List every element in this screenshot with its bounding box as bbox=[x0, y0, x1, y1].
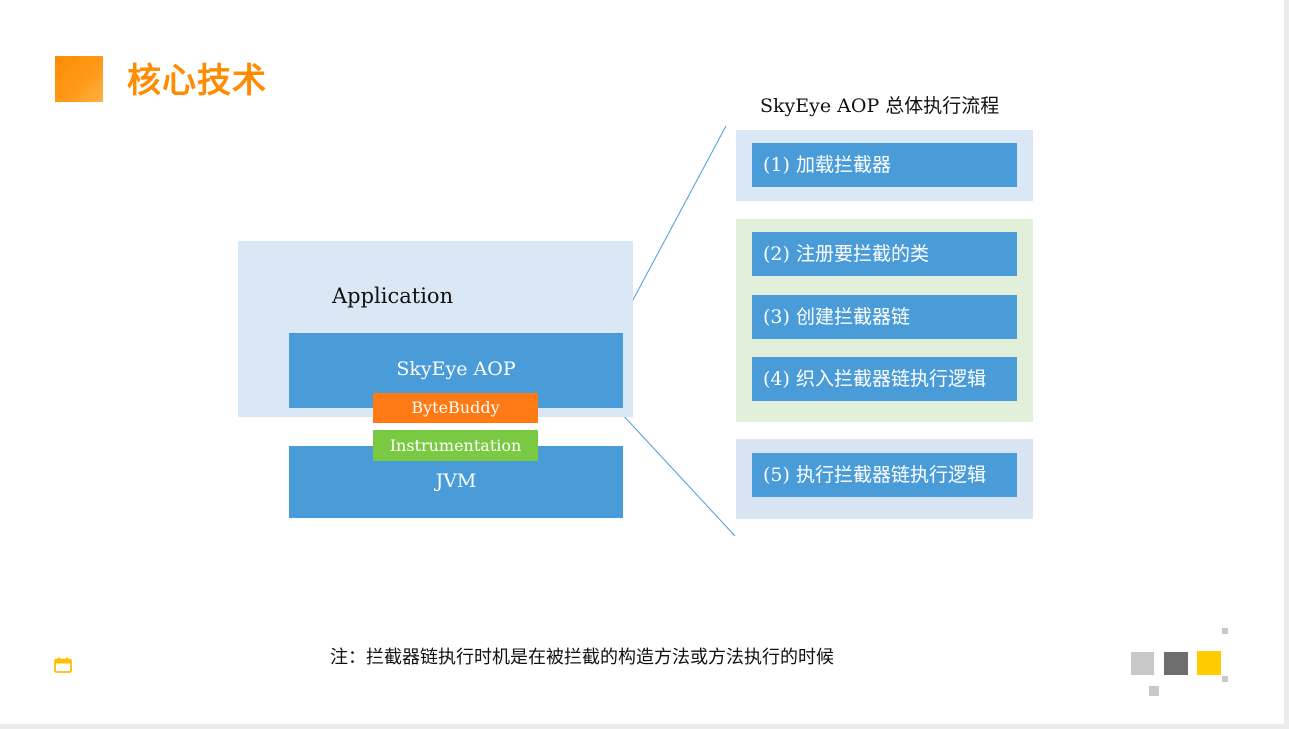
instrumentation-layer: Instrumentation bbox=[373, 430, 538, 461]
connector-line-top bbox=[618, 125, 727, 327]
deco-square-tiny-right bbox=[1222, 676, 1228, 682]
bytebuddy-layer: ByteBuddy bbox=[373, 393, 538, 423]
deco-square-small-bottom bbox=[1149, 686, 1159, 696]
deco-square-tiny-top bbox=[1222, 628, 1228, 634]
flow-step-3: (3) 创建拦截器链 bbox=[752, 295, 1017, 339]
flow-title: SkyEye AOP 总体执行流程 bbox=[760, 95, 1000, 117]
flow-step-2: (2) 注册要拦截的类 bbox=[752, 232, 1017, 276]
calendar-icon bbox=[54, 657, 72, 673]
skyeye-aop-layer: SkyEye AOP bbox=[289, 333, 623, 408]
flow-step-1: (1) 加载拦截器 bbox=[752, 143, 1017, 187]
footnote: 注：拦截器链执行时机是在被拦截的构造方法或方法执行的时候 bbox=[330, 647, 834, 668]
connector-line-bottom bbox=[620, 412, 736, 537]
deco-square-dark-gray bbox=[1164, 652, 1188, 675]
flow-step-5: (5) 执行拦截器链执行逻辑 bbox=[752, 453, 1017, 497]
deco-square-light-gray bbox=[1131, 652, 1154, 675]
flow-step-4: (4) 织入拦截器链执行逻辑 bbox=[752, 357, 1017, 401]
deco-square-yellow bbox=[1197, 651, 1221, 675]
application-label: Application bbox=[332, 284, 454, 308]
title-accent-square bbox=[55, 56, 103, 102]
page-title: 核心技术 bbox=[127, 61, 267, 101]
